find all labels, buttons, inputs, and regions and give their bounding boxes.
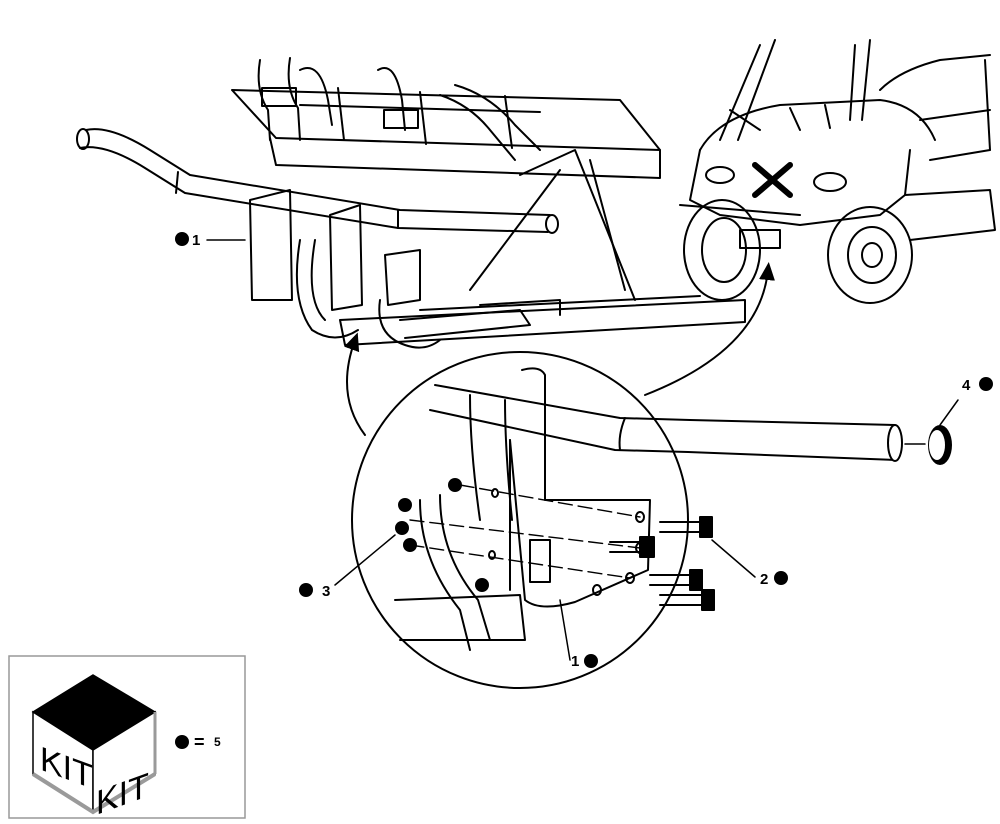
leader-1-detail <box>559 599 571 661</box>
bullet-icon <box>584 654 598 668</box>
kit-box-icon: KIT KIT <box>31 674 157 823</box>
leader-3 <box>334 534 396 586</box>
vehicle-illustration <box>679 39 996 304</box>
detail-circle <box>351 351 689 689</box>
callout-number: 1 <box>571 653 579 670</box>
bullet-icon <box>175 232 189 246</box>
callout-2: 2 <box>760 571 788 588</box>
callout-1-frame: 1 <box>175 232 200 249</box>
callout-number: 4 <box>962 377 971 394</box>
bullet-icon <box>175 735 189 749</box>
bullet-icon <box>774 571 788 585</box>
legend-kit-number: 5 <box>214 735 221 749</box>
frame-assembly <box>76 57 746 349</box>
bolt-set <box>609 516 715 611</box>
arrow-detail-to-vehicle <box>644 262 775 396</box>
detail-view <box>351 351 715 689</box>
callout-number: 1 <box>192 232 200 249</box>
callout-4: 4 <box>962 377 993 394</box>
arrow-frame-to-detail <box>344 332 366 436</box>
leader-2 <box>711 539 756 578</box>
kit-legend: KIT KIT = 5 <box>8 655 246 823</box>
legend-equals: = <box>194 732 205 752</box>
bumper-tube <box>429 384 903 462</box>
callout-number: 3 <box>322 583 330 600</box>
leader-4 <box>939 399 959 426</box>
callout-number: 2 <box>760 571 768 588</box>
callout-1-detail: 1 <box>571 653 598 670</box>
end-cap <box>904 425 952 465</box>
bullet-icon <box>299 583 313 597</box>
callout-3: 3 <box>299 583 330 600</box>
nut-set <box>395 478 489 592</box>
bullet-icon <box>979 377 993 391</box>
